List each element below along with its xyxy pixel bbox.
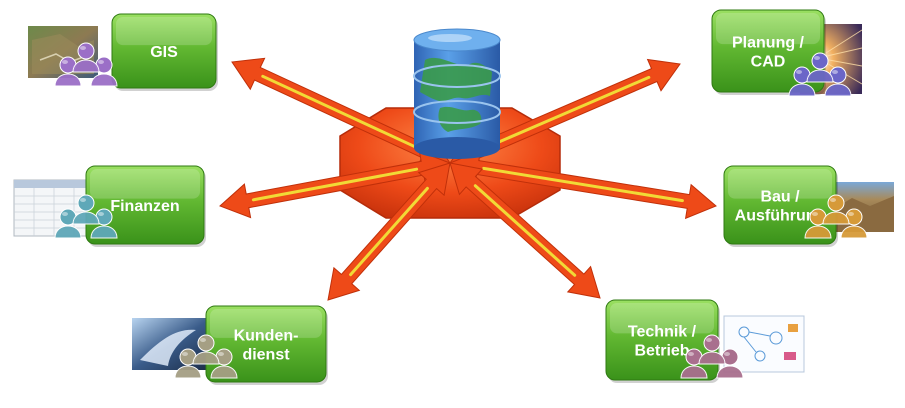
person-icon: [824, 66, 852, 97]
person-icon: [54, 56, 82, 87]
node-gis: GIS: [111, 13, 218, 91]
person-icon: [72, 42, 100, 73]
person-icon: [54, 208, 82, 239]
node-kundendienst: Kunden-dienst: [205, 305, 328, 385]
people-group-icon-gis: [54, 42, 118, 87]
person-icon: [804, 208, 832, 239]
node-label-gis: GIS: [150, 44, 178, 61]
person-icon: [72, 194, 100, 225]
person-icon: [174, 348, 202, 379]
people-group-icon-bau: [804, 194, 868, 239]
person-icon: [698, 334, 726, 365]
people-group-icon-finanzen: [54, 194, 118, 239]
person-icon: [192, 334, 220, 365]
database-globe-icon: [413, 28, 501, 159]
people-group-icon-planung: [788, 52, 852, 97]
people-group-icon-technik: [680, 334, 744, 379]
wave-photo-thumbnail: [132, 318, 212, 370]
node-label-planung: CAD: [751, 54, 786, 71]
node-label-technik: Technik /: [628, 324, 697, 341]
person-icon: [680, 348, 708, 379]
person-icon: [806, 52, 834, 83]
person-icon: [90, 56, 118, 87]
people-group-icon-kundendienst: [174, 334, 238, 379]
schematic-thumbnail: [723, 315, 805, 373]
node-label-technik: Betrieb: [634, 343, 689, 360]
person-icon: [90, 208, 118, 239]
node-label-bau: Ausführung: [735, 208, 826, 225]
person-icon: [788, 66, 816, 97]
person-icon: [210, 348, 238, 379]
node-label-kundendienst: Kunden-: [234, 328, 299, 345]
node-label-planung: Planung /: [732, 35, 805, 52]
arrows-layer: [219, 57, 717, 301]
node-label-finanzen: Finanzen: [110, 198, 179, 215]
node-finanzen: Finanzen: [85, 165, 206, 247]
person-icon: [840, 208, 868, 239]
node-bau: Bau / Ausführung: [723, 165, 838, 247]
node-label-bau: Bau /: [760, 189, 800, 206]
arrow-technik: [449, 162, 601, 299]
node-label-kundendienst: dienst: [242, 347, 290, 364]
people-layer: [54, 42, 868, 379]
arrow-kundendienst: [327, 162, 451, 301]
person-icon: [822, 194, 850, 225]
